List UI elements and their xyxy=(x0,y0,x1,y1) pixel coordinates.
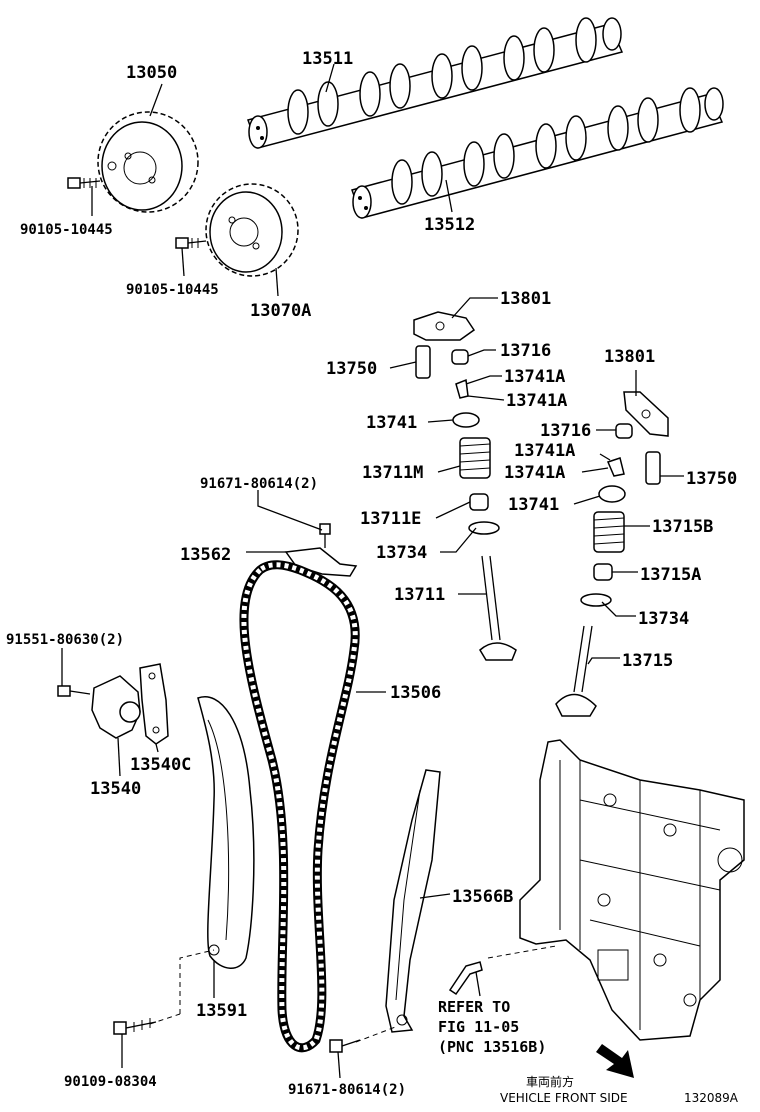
label-13716-b: 13716 xyxy=(540,421,591,441)
label-13506: 13506 xyxy=(390,683,441,703)
camshaft-timing-gear-13070a xyxy=(205,183,299,277)
lash-adjuster-13750-a xyxy=(415,345,431,379)
chain-damper-13566b xyxy=(385,769,441,1033)
leader-lines xyxy=(61,63,684,1079)
reference-line-1: REFER TO xyxy=(438,998,510,1016)
label-13741a-b: 13741A xyxy=(506,391,567,411)
label-13750-a: 13750 xyxy=(326,359,377,379)
label-13801-a: 13801 xyxy=(500,289,551,309)
stem-seal-13715a xyxy=(593,563,613,581)
label-13540: 13540 xyxy=(90,779,141,799)
vehicle-front-label-jp: 車両前方 xyxy=(526,1074,574,1089)
keeper-13741a-b xyxy=(606,457,625,477)
label-13070a: 13070A xyxy=(250,301,311,321)
label-13512: 13512 xyxy=(424,215,475,235)
reference-line-3: (PNC 13516B) xyxy=(438,1038,546,1056)
label-13741-b: 13741 xyxy=(508,495,559,515)
bolt-90105-10445-b xyxy=(175,237,207,249)
label-13741a-d: 13741A xyxy=(504,463,565,483)
label-90105-10445-a: 90105-10445 xyxy=(20,222,113,238)
retainer-13741-a xyxy=(452,412,480,428)
seat-13734-a xyxy=(468,521,500,535)
rocker-arm-13801-a xyxy=(413,311,476,341)
cap-13716-b xyxy=(615,423,633,439)
label-13716-a: 13716 xyxy=(500,341,551,361)
vehicle-front-label-en: VEHICLE FRONT SIDE xyxy=(500,1091,628,1105)
label-13715b: 13715B xyxy=(652,517,713,537)
camshaft-timing-gear-13050 xyxy=(97,111,199,213)
engine-block xyxy=(519,739,745,1041)
label-13741a-c: 13741A xyxy=(514,441,575,461)
label-13566b: 13566B xyxy=(452,887,513,907)
label-13711: 13711 xyxy=(394,585,445,605)
tensioner-13540 xyxy=(57,675,141,739)
vehicle-front-arrow-icon xyxy=(596,1044,634,1078)
bolt-90105-10445-a xyxy=(67,177,101,189)
label-13750-b: 13750 xyxy=(686,469,737,489)
label-13734-b: 13734 xyxy=(638,609,689,629)
retainer-13741-b xyxy=(598,485,626,503)
label-90105-10445-b: 90105-10445 xyxy=(126,282,219,298)
label-13715a: 13715A xyxy=(640,565,701,585)
label-91671-80614-upper: 91671-80614(2) xyxy=(200,476,318,492)
cap-13716-a xyxy=(451,349,469,365)
label-13715: 13715 xyxy=(622,651,673,671)
gasket-13540c xyxy=(139,663,169,745)
keeper-13741a-a xyxy=(455,378,469,399)
rocker-arm-13801-b xyxy=(623,391,669,437)
camshaft-13512 xyxy=(351,87,724,219)
chain-slipper-13591 xyxy=(197,696,255,969)
lash-adjuster-13750-b xyxy=(645,451,661,485)
timing-chain-13506 xyxy=(239,560,360,1053)
label-13734-a: 13734 xyxy=(376,543,427,563)
label-13562: 13562 xyxy=(180,545,231,565)
label-13741a-a: 13741A xyxy=(504,367,565,387)
label-13540c: 13540C xyxy=(130,755,191,775)
bolt-90109-08304 xyxy=(113,1018,157,1035)
label-13801-b: 13801 xyxy=(604,347,655,367)
stem-seal-13711e xyxy=(469,493,489,511)
bolt-91671-80614-lower xyxy=(329,1039,361,1053)
valve-13711 xyxy=(479,555,517,661)
label-13511: 13511 xyxy=(302,49,353,69)
seat-13734-b xyxy=(580,593,612,607)
label-13741-a: 13741 xyxy=(366,413,417,433)
oil-pipe-13516b xyxy=(448,961,483,996)
label-91551-80630: 91551-80630(2) xyxy=(6,632,124,648)
label-13711e: 13711E xyxy=(360,509,421,529)
label-13591: 13591 xyxy=(196,1001,247,1021)
valve-13715 xyxy=(555,625,597,717)
label-91671-80614-lower: 91671-80614(2) xyxy=(288,1082,406,1098)
figure-code: 132089A xyxy=(684,1091,739,1105)
label-90109-08304: 90109-08304 xyxy=(64,1074,157,1090)
camshaft-13511 xyxy=(247,17,624,149)
spring-13711m xyxy=(459,437,491,479)
label-13711m: 13711M xyxy=(362,463,423,483)
spring-13715b xyxy=(593,511,625,553)
callout-labels: 13050 13511 13512 90105-10445 90105-1044… xyxy=(6,49,739,1105)
reference-line-2: FIG 11-05 xyxy=(438,1018,519,1036)
label-13050: 13050 xyxy=(126,63,177,83)
